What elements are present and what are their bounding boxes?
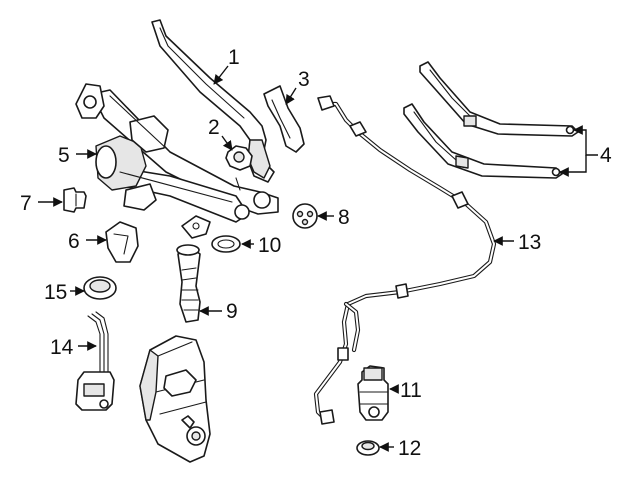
callout-1: 1 bbox=[228, 46, 240, 69]
callout-3: 3 bbox=[298, 68, 310, 91]
leader-2 bbox=[221, 135, 233, 151]
washer-pump-part-11[interactable] bbox=[357, 365, 389, 421]
callout-14: 14 bbox=[50, 336, 74, 359]
nut-part-2[interactable] bbox=[225, 145, 253, 171]
callout-6: 6 bbox=[68, 230, 80, 253]
callout-5: 5 bbox=[58, 144, 70, 167]
pump-grommet-part-12[interactable] bbox=[356, 440, 380, 456]
callout-numbers: 1 2 3 4 5 6 7 8 9 10 11 12 13 14 15 bbox=[20, 46, 612, 460]
washer-reservoir-part-9[interactable] bbox=[139, 244, 211, 463]
callout-15: 15 bbox=[44, 281, 67, 304]
callout-13: 13 bbox=[518, 231, 541, 254]
bolt-part-7[interactable] bbox=[63, 187, 87, 213]
level-sensor-part-14[interactable] bbox=[75, 311, 115, 411]
leader-4a bbox=[573, 125, 598, 156]
seal-part-10[interactable] bbox=[181, 215, 241, 253]
callout-leaders bbox=[38, 65, 598, 452]
cap-part-15[interactable] bbox=[83, 276, 117, 300]
callout-9: 9 bbox=[226, 300, 238, 323]
bracket-part-6[interactable] bbox=[105, 221, 139, 263]
wiper-motor-linkage-part-5[interactable] bbox=[75, 83, 279, 223]
callout-4: 4 bbox=[600, 144, 612, 167]
leader-1 bbox=[213, 65, 229, 85]
leader-4b bbox=[559, 155, 587, 177]
callout-10: 10 bbox=[258, 234, 281, 257]
callout-2: 2 bbox=[208, 116, 220, 139]
grommet-part-8[interactable] bbox=[292, 203, 318, 229]
arm-cover-part-3[interactable] bbox=[263, 85, 305, 153]
leader-3 bbox=[285, 87, 297, 105]
callout-8: 8 bbox=[338, 206, 350, 229]
callout-7: 7 bbox=[20, 192, 32, 215]
washer-hose-part-13[interactable] bbox=[313, 95, 497, 425]
wiper-blades-part-4[interactable] bbox=[403, 61, 579, 179]
callout-11: 11 bbox=[400, 379, 422, 402]
callout-12: 12 bbox=[398, 437, 421, 460]
